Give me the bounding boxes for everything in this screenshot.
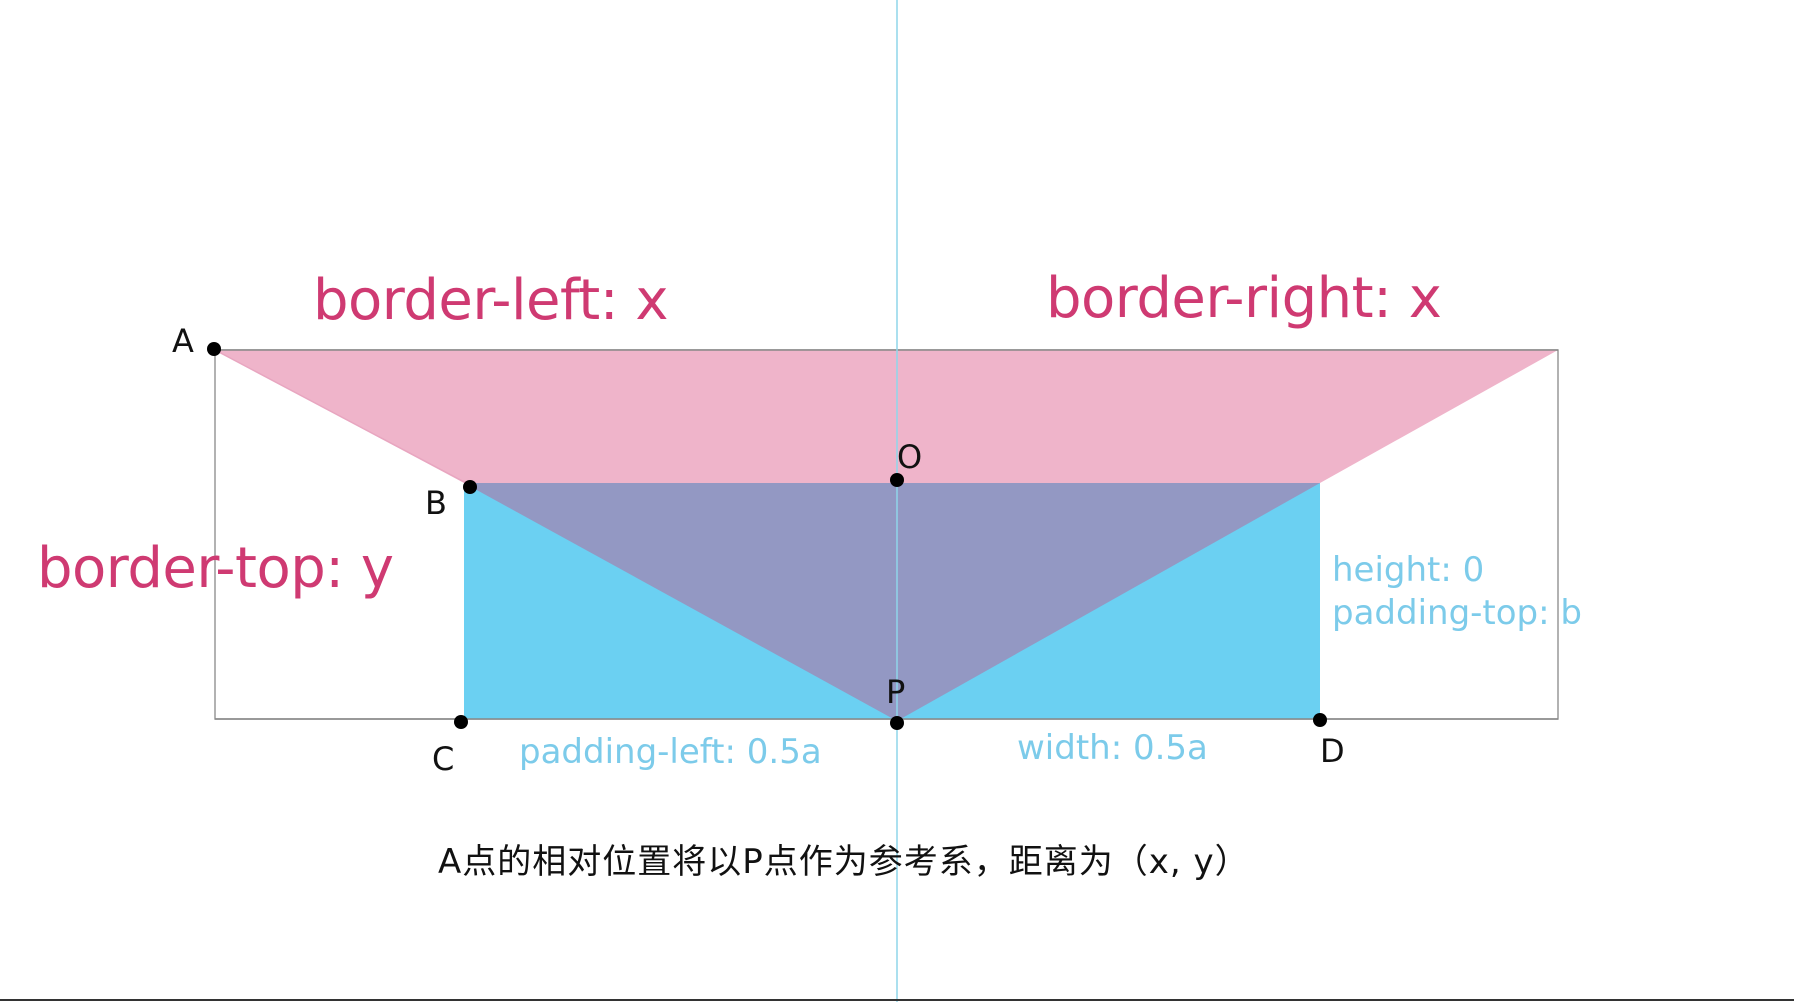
point-o-dot <box>890 473 904 487</box>
border-top-label: border-top: y <box>37 536 394 601</box>
border-right-label: border-right: x <box>1046 266 1442 331</box>
height-label: height: 0 <box>1332 550 1485 590</box>
point-d-label: D <box>1320 732 1345 770</box>
point-c-dot <box>454 715 468 729</box>
point-p-dot <box>890 716 904 730</box>
point-b-dot <box>463 480 477 494</box>
padding-left-label: padding-left: 0.5a <box>519 732 822 772</box>
overlap-triangle <box>464 483 1320 721</box>
point-c-label: C <box>432 740 455 778</box>
point-a-dot <box>207 342 221 356</box>
border-trapezoid <box>215 350 1558 483</box>
point-b-label: B <box>425 484 447 522</box>
point-o-label: O <box>897 438 923 476</box>
border-left-label: border-left: x <box>313 268 669 333</box>
line-a-b <box>214 349 471 486</box>
point-d-dot <box>1313 713 1327 727</box>
point-a-label: A <box>172 322 194 360</box>
width-label: width: 0.5a <box>1017 728 1208 768</box>
point-p-label: P <box>886 673 906 711</box>
padding-top-label: padding-top: b <box>1332 593 1582 633</box>
caption-text: A点的相对位置将以P点作为参考系，距离为（x, y） <box>438 842 1250 882</box>
